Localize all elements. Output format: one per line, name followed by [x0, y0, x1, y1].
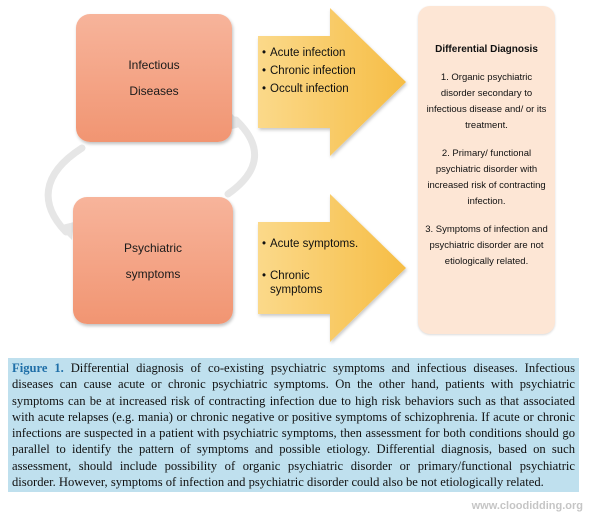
list-item: Acute symptoms.	[262, 237, 362, 251]
dd-item: 1. Organic psychiatric disorder secondar…	[426, 72, 547, 131]
psychiatric-symptoms-box: Psychiatric symptoms	[73, 197, 233, 324]
infectious-diseases-box: Infectious Diseases	[76, 14, 232, 142]
cycle-arrow-right-head	[228, 112, 244, 130]
list-item: Occult infection	[262, 82, 362, 96]
infection-types-list: Acute infection Chronic infection Occult…	[262, 46, 362, 100]
list-item: Chronic symptoms	[262, 269, 362, 297]
figure-label: Figure 1.	[12, 361, 64, 375]
infectious-line2: Diseases	[129, 84, 179, 98]
list-item: Acute infection	[262, 46, 362, 60]
differential-diagnosis-box: Differential Diagnosis 1. Organic psychi…	[418, 6, 555, 334]
psych-line1: Psychiatric	[123, 240, 182, 255]
figure-caption: Figure 1. Differential diagnosis of co-e…	[8, 358, 579, 493]
dd-title: Differential Diagnosis	[435, 44, 538, 55]
cycle-arrow-left-head	[58, 222, 74, 240]
psych-line2: symptoms	[125, 266, 181, 281]
list-item: Chronic infection	[262, 64, 362, 78]
watermark: www.cloodidding.org	[471, 500, 583, 512]
dd-item: 2. Primary/ functional psychiatric disor…	[427, 148, 546, 207]
cycle-arrow-right	[224, 116, 259, 198]
infectious-line1: Infectious	[128, 58, 180, 72]
diagram: Infectious Diseases Psychiatric symptoms…	[0, 0, 589, 350]
block-arrow-bottom	[258, 194, 406, 342]
cycle-arrow-left	[44, 144, 86, 236]
caption-text: Differential diagnosis of co-existing ps…	[12, 361, 575, 490]
symptom-types-list: Acute symptoms. Chronic symptoms	[262, 237, 362, 315]
dd-item: 3. Symptoms of infection and psychiatric…	[425, 224, 548, 267]
